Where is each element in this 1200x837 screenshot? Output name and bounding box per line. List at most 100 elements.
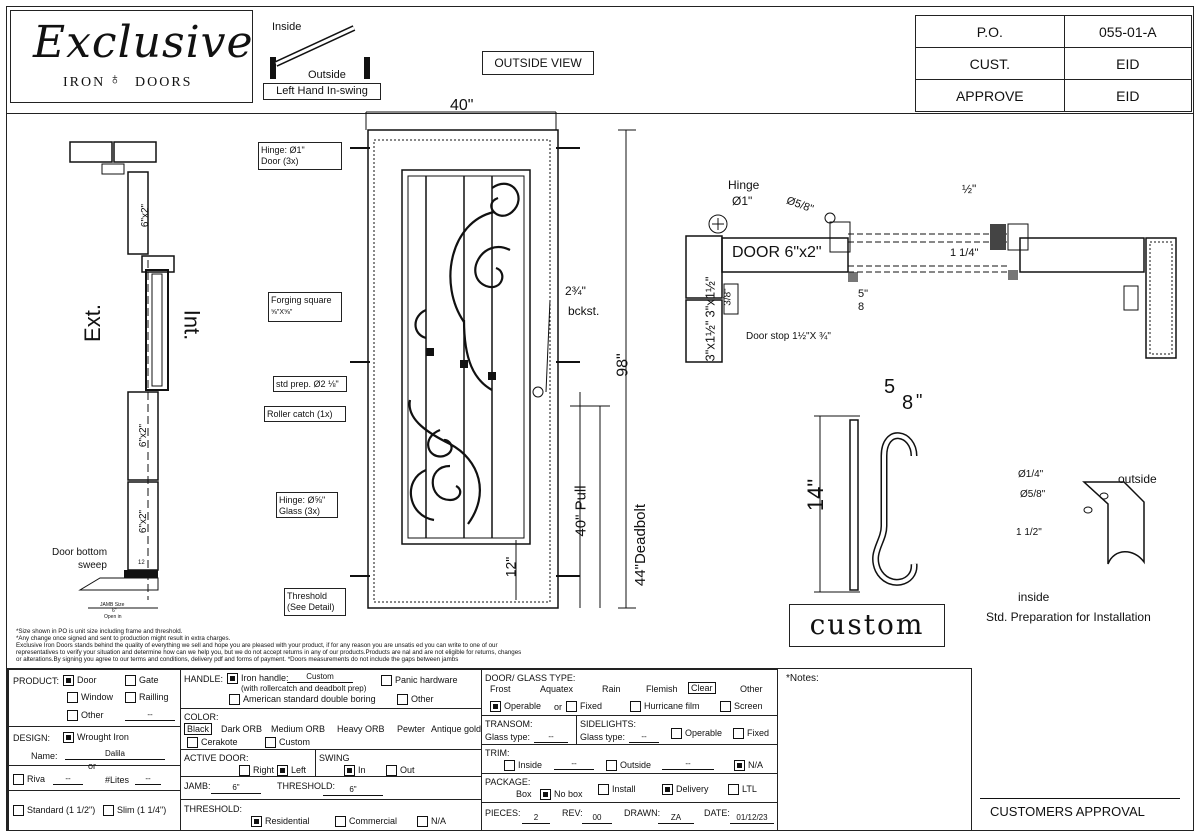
side-fixed-option[interactable]: Fixed: [733, 728, 769, 740]
pieces-value[interactable]: 2: [522, 813, 550, 824]
sidelights-value[interactable]: --: [629, 732, 659, 743]
swing-outside: Outside: [308, 69, 346, 81]
design-wrought[interactable]: Wrought Iron: [63, 732, 129, 744]
screen-option[interactable]: Screen: [720, 701, 763, 713]
color-antique-gold[interactable]: Antique gold: [431, 724, 482, 734]
nobox-option[interactable]: No box: [540, 789, 583, 801]
window-checkbox[interactable]: [67, 692, 78, 704]
side-operable-checkbox[interactable]: [671, 728, 682, 740]
in-checkbox[interactable]: [344, 765, 355, 777]
fixed-option[interactable]: Fixed: [566, 701, 602, 713]
slim-checkbox[interactable]: [103, 805, 114, 817]
cerakote-checkbox[interactable]: [187, 737, 198, 749]
glass-aquatex[interactable]: Aquatex: [540, 684, 574, 694]
glass-other[interactable]: Other: [740, 684, 763, 694]
glass-frost[interactable]: Frost: [490, 684, 511, 694]
american-option[interactable]: American standard double boring: [229, 694, 376, 706]
install-option[interactable]: Install: [598, 784, 636, 796]
iron-handle-option[interactable]: Iron handle:: [227, 673, 289, 685]
trim-outside-value[interactable]: --: [662, 759, 714, 770]
riva-option[interactable]: Riva: [13, 774, 45, 786]
custom-color-option[interactable]: Custom: [265, 737, 310, 749]
product-other[interactable]: Other: [67, 710, 104, 722]
date-value[interactable]: 01/12/23: [730, 813, 774, 824]
color-heavy-orb[interactable]: Heavy ORB: [337, 724, 385, 734]
door-checkbox[interactable]: [63, 675, 74, 687]
commercial-option[interactable]: Commercial: [335, 816, 397, 828]
residential-option[interactable]: Residential: [251, 816, 310, 828]
handle-other-option[interactable]: Other: [397, 694, 434, 706]
drawn-value[interactable]: ZA: [658, 813, 694, 824]
hurricane-checkbox[interactable]: [630, 701, 641, 713]
color-pewter[interactable]: Pewter: [397, 724, 426, 734]
trim-outside-option[interactable]: Outside: [606, 760, 651, 772]
glass-rain[interactable]: Rain: [602, 684, 621, 694]
delivery-checkbox[interactable]: [662, 784, 673, 796]
design-name[interactable]: Dalila: [65, 749, 165, 760]
frame-mid-label: 6"x2": [138, 423, 150, 448]
hurricane-option[interactable]: Hurricane film: [630, 701, 700, 713]
ltl-checkbox[interactable]: [728, 784, 739, 796]
trim-na-checkbox[interactable]: [734, 760, 745, 772]
install-checkbox[interactable]: [598, 784, 609, 796]
right-checkbox[interactable]: [239, 765, 250, 777]
glass-flemish[interactable]: Flemish: [646, 684, 678, 694]
product-door[interactable]: Door: [63, 675, 97, 687]
swing-inside: Inside: [272, 21, 302, 33]
trim-na-option[interactable]: N/A: [734, 760, 763, 772]
residential-checkbox[interactable]: [251, 816, 262, 828]
transom-value[interactable]: --: [534, 732, 568, 743]
nobox-checkbox[interactable]: [540, 789, 551, 801]
left-option[interactable]: Left: [277, 765, 306, 777]
trim-outside-checkbox[interactable]: [606, 760, 617, 772]
lites-value[interactable]: --: [135, 774, 161, 785]
in-option[interactable]: In: [344, 765, 366, 777]
operable-checkbox[interactable]: [490, 701, 501, 713]
color-medium-orb[interactable]: Medium ORB: [271, 724, 326, 734]
panic-checkbox[interactable]: [381, 675, 392, 687]
panic-option[interactable]: Panic hardware: [381, 675, 458, 687]
threshold-na-checkbox[interactable]: [417, 816, 428, 828]
color-black[interactable]: Black: [184, 723, 213, 735]
handle-other-checkbox[interactable]: [397, 694, 408, 706]
trim-inside-option[interactable]: Inside: [504, 760, 542, 772]
riva-value[interactable]: --: [53, 774, 83, 785]
riva-checkbox[interactable]: [13, 774, 24, 786]
trim-inside-checkbox[interactable]: [504, 760, 515, 772]
gate-checkbox[interactable]: [125, 675, 136, 687]
slim-option[interactable]: Slim (1 1/4"): [103, 805, 166, 817]
operable-option[interactable]: Operable: [490, 701, 541, 713]
rev-value[interactable]: 00: [582, 813, 612, 824]
other-value[interactable]: --: [125, 710, 175, 721]
iron-handle-value[interactable]: Custom: [287, 672, 353, 683]
screen-checkbox[interactable]: [720, 701, 731, 713]
delivery-option[interactable]: Delivery: [662, 784, 709, 796]
threshold-value[interactable]: 6": [323, 785, 383, 796]
left-checkbox[interactable]: [277, 765, 288, 777]
out-checkbox[interactable]: [386, 765, 397, 777]
trim-inside-value[interactable]: --: [554, 759, 594, 770]
right-option[interactable]: Right: [239, 765, 274, 777]
standard-checkbox[interactable]: [13, 805, 24, 817]
standard-option[interactable]: Standard (1 1/2"): [13, 805, 95, 817]
custom-color-checkbox[interactable]: [265, 737, 276, 749]
commercial-checkbox[interactable]: [335, 816, 346, 828]
iron-handle-checkbox[interactable]: [227, 673, 238, 685]
glass-clear[interactable]: Clear: [688, 682, 716, 694]
wrought-checkbox[interactable]: [63, 732, 74, 744]
threshold-na-option[interactable]: N/A: [417, 816, 446, 828]
out-option[interactable]: Out: [386, 765, 415, 777]
ltl-option[interactable]: LTL: [728, 784, 757, 796]
color-dark-orb[interactable]: Dark ORB: [221, 724, 263, 734]
side-operable-option[interactable]: Operable: [671, 728, 722, 740]
other-checkbox[interactable]: [67, 710, 78, 722]
fixed-checkbox[interactable]: [566, 701, 577, 713]
railling-checkbox[interactable]: [125, 692, 136, 704]
jamb-value[interactable]: 6": [211, 783, 261, 794]
cerakote-option[interactable]: Cerakote: [187, 737, 238, 749]
american-checkbox[interactable]: [229, 694, 240, 706]
product-gate[interactable]: Gate: [125, 675, 159, 687]
product-window[interactable]: Window: [67, 692, 113, 704]
product-railling[interactable]: Railling: [125, 692, 169, 704]
side-fixed-checkbox[interactable]: [733, 728, 744, 740]
